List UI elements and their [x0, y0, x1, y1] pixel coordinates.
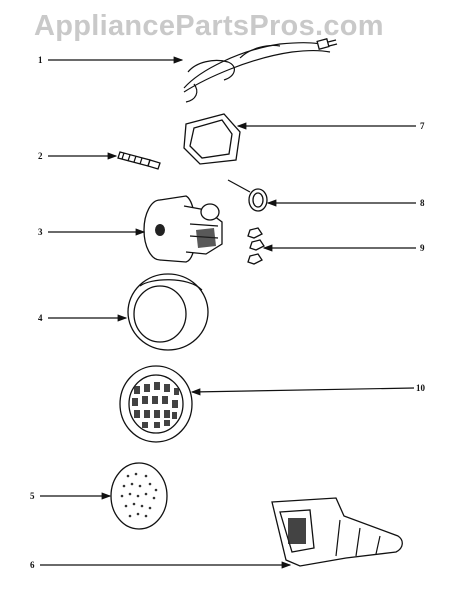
- callout-4: 4: [38, 313, 43, 323]
- part-1-power-cord: [183, 38, 338, 103]
- callout-8: 8: [420, 198, 425, 208]
- callout-7: 7: [420, 121, 425, 131]
- callout-leaders: [40, 56, 416, 569]
- part-4-ring: [127, 273, 209, 351]
- callout-3: 3: [38, 227, 43, 237]
- callout-9: 9: [420, 243, 425, 253]
- part-7-gasket: [183, 113, 241, 165]
- leader-10: [190, 387, 415, 396]
- callout-1: 1: [38, 55, 43, 65]
- watermark-logo: AppliancePartsPros.com: [34, 10, 384, 42]
- callout-5: 5: [30, 491, 35, 501]
- part-5-filter-pad: [110, 462, 168, 530]
- callout-10: 10: [416, 383, 426, 393]
- part-3-motor: [143, 195, 223, 263]
- part-6-dust-bag: [271, 497, 403, 567]
- callout-2: 2: [38, 151, 43, 161]
- part-9-nuts: [247, 227, 265, 265]
- callout-6: 6: [30, 560, 35, 570]
- part-8-clip: [227, 179, 268, 212]
- part-10-filter: [119, 365, 193, 443]
- part-2-brush: [117, 151, 161, 170]
